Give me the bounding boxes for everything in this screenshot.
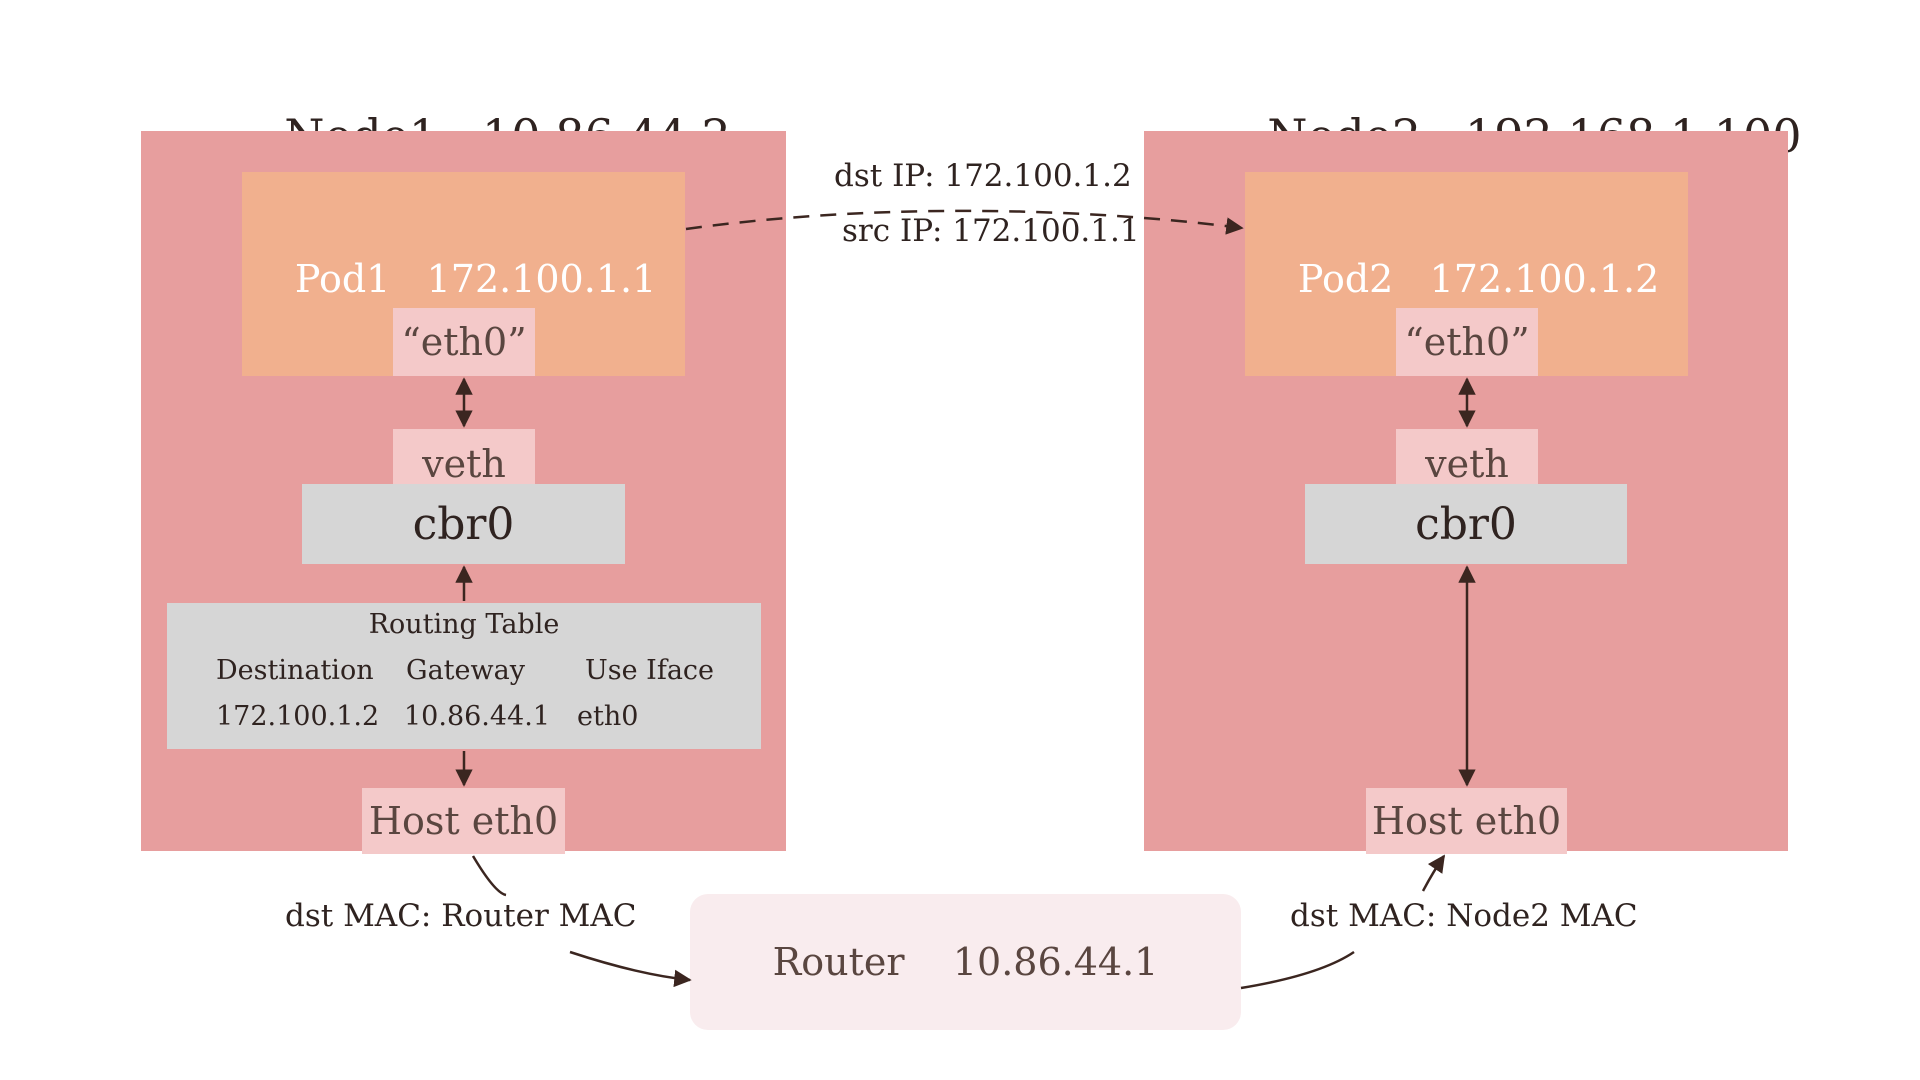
packet-dst-ip: dst IP: 172.100.1.2 bbox=[834, 158, 1132, 194]
link-router-entry bbox=[569, 950, 692, 988]
routing-header-gateway: Gateway bbox=[406, 655, 525, 686]
node1-host-eth0[interactable]: Host eth0 bbox=[362, 788, 565, 854]
pod2-title: Pod2 172.100.1.2 bbox=[1245, 222, 1688, 298]
pod1-name: Pod1 bbox=[294, 257, 391, 301]
router-ip: 10.86.44.1 bbox=[952, 940, 1159, 984]
routing-table bbox=[167, 603, 761, 749]
routing-cell-destination: 172.100.1.2 bbox=[216, 701, 380, 732]
label-to-router: dst MAC: Router MAC bbox=[285, 898, 637, 934]
routing-cell-gateway: 10.86.44.1 bbox=[404, 701, 550, 732]
label-to-node2: dst MAC: Node2 MAC bbox=[1290, 898, 1638, 934]
routing-table-title: Routing Table bbox=[368, 609, 560, 640]
pod2-eth0[interactable]: “eth0” bbox=[1396, 308, 1538, 376]
routing-header-destination: Destination bbox=[216, 655, 374, 686]
routing-cell-iface: eth0 bbox=[577, 701, 639, 732]
pod1-title: Pod1 172.100.1.1 bbox=[242, 222, 685, 298]
node1-cbr0[interactable]: cbr0 bbox=[302, 484, 625, 564]
pod1-eth0[interactable]: “eth0” bbox=[393, 308, 535, 376]
node2-host-eth0[interactable]: Host eth0 bbox=[1366, 788, 1567, 854]
node2-cbr0[interactable]: cbr0 bbox=[1305, 484, 1627, 564]
link-host1-router bbox=[471, 855, 507, 897]
link-node2-entry bbox=[1421, 854, 1446, 892]
packet-src-ip: src IP: 172.100.1.1 bbox=[842, 213, 1140, 249]
pod1-ip: 172.100.1.1 bbox=[426, 257, 657, 301]
link-router-exit bbox=[1240, 950, 1355, 990]
router-box[interactable]: Router 10.86.44.1 bbox=[690, 894, 1241, 1030]
routing-header-iface: Use Iface bbox=[585, 655, 715, 686]
pod2-name: Pod2 bbox=[1297, 257, 1394, 301]
pod2-ip: 172.100.1.2 bbox=[1429, 257, 1660, 301]
router-name: Router bbox=[772, 940, 905, 984]
